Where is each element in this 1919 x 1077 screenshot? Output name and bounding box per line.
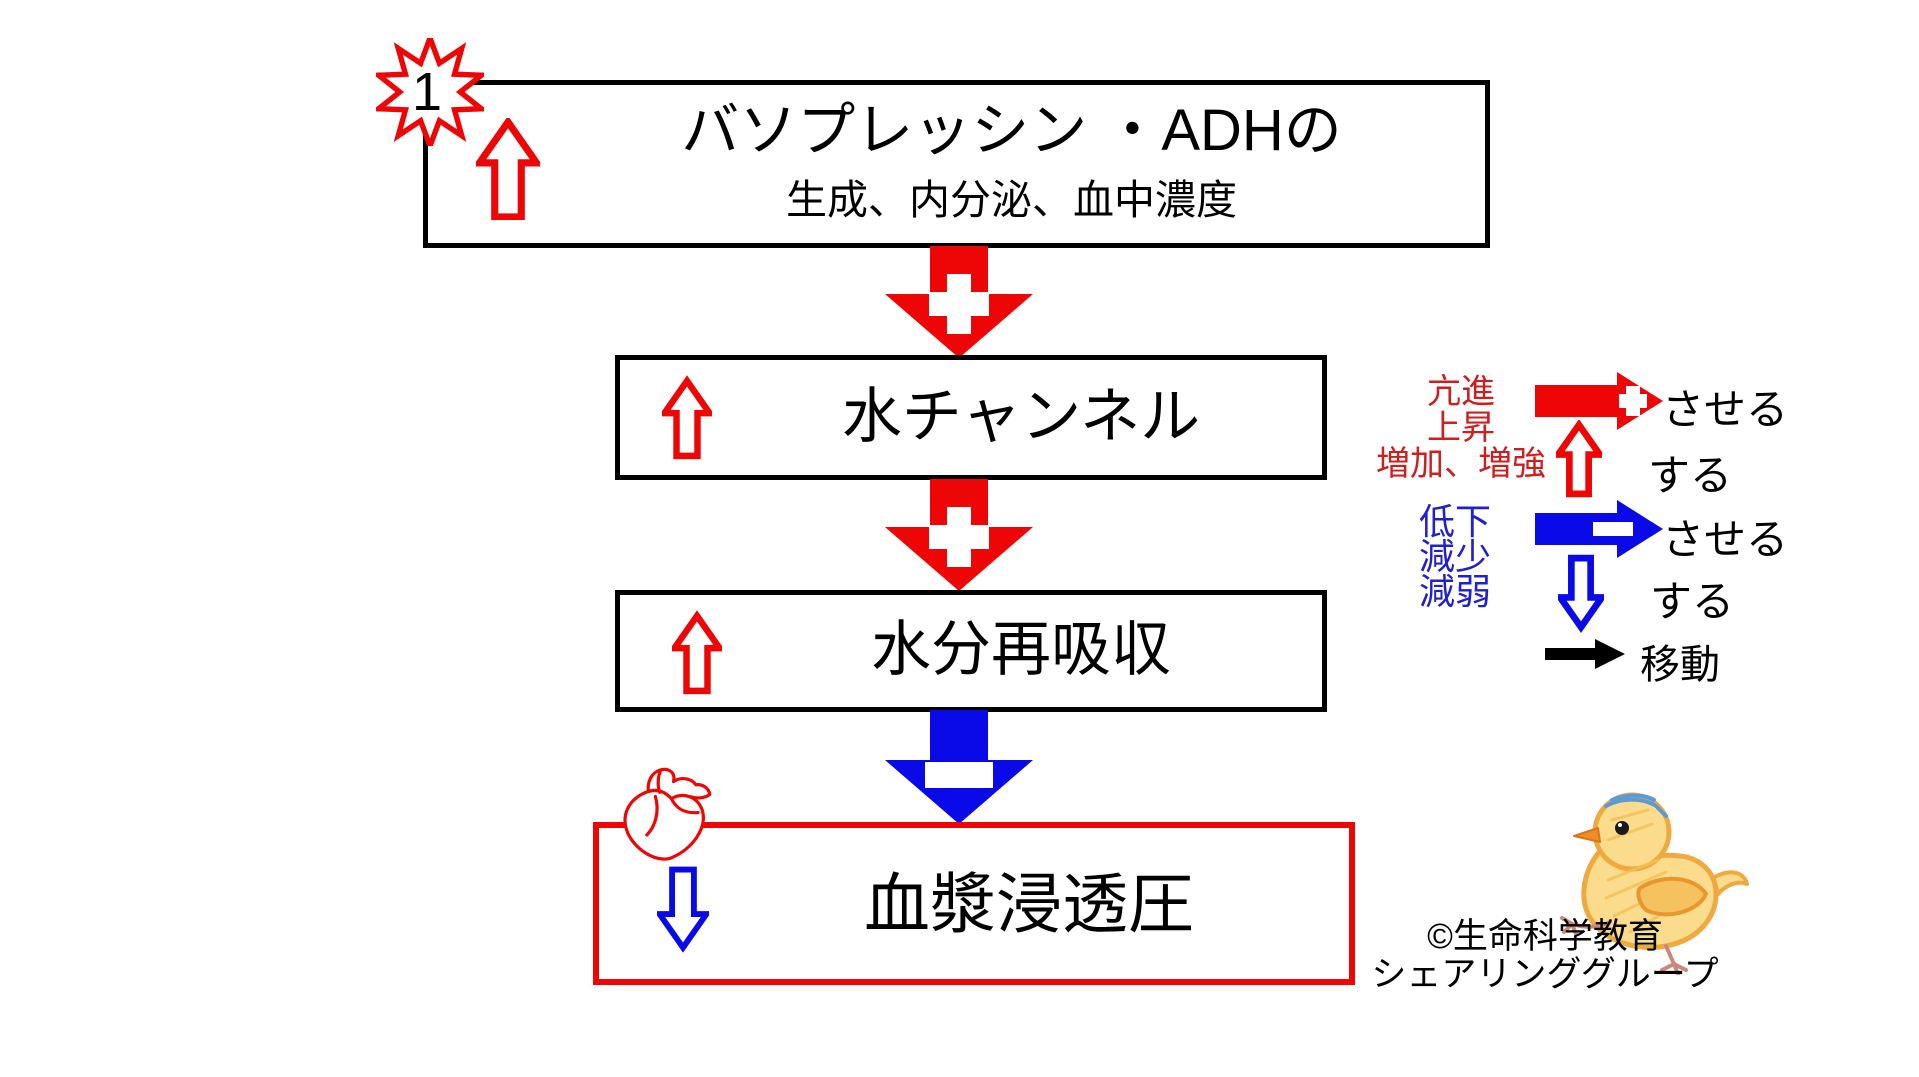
minus-arrow-icon <box>885 710 1033 824</box>
legend-term: 上昇 <box>1427 409 1495 447</box>
credit-text: ©生命科学教育 シェアリンググループ <box>1355 918 1735 994</box>
move-arrow-icon <box>1545 638 1625 670</box>
legend-decrease-cause-label: させる <box>1662 516 1789 563</box>
plus-arrow-icon <box>885 479 1033 591</box>
up-arrow-icon <box>662 368 712 468</box>
chick-icon <box>1548 780 1753 975</box>
up-arrow-icon <box>672 603 722 703</box>
box1-title: バソプレッシン ・ADHの <box>681 98 1342 163</box>
box3-title: 水分再吸収 <box>871 616 1171 683</box>
credit-line-1: ©生命科学教育 <box>1427 917 1663 956</box>
minus-arrow-icon <box>1535 500 1663 558</box>
flow-box-water-channel: 水チャンネル <box>615 355 1327 480</box>
flow-box-water-reabsorption: 水分再吸収 <box>615 590 1327 712</box>
box2-title: 水チャンネル <box>841 383 1201 450</box>
step-number: 1 <box>411 62 443 122</box>
up-arrow-icon <box>476 118 540 220</box>
box4-title: 血漿浸透圧 <box>864 867 1194 941</box>
legend-decrease-self-label: する <box>1650 578 1735 625</box>
legend-increase-terms: 亢進 上昇 増加、増強 <box>1356 374 1566 482</box>
legend-term: 減少 <box>1418 536 1491 577</box>
credit-line-2: シェアリンググループ <box>1371 955 1719 994</box>
legend-increase-cause-label: させる <box>1662 386 1789 433</box>
legend-term: 低下 <box>1418 501 1491 542</box>
legend-term: 増加、増強 <box>1376 445 1546 483</box>
heart-icon <box>606 756 724 868</box>
up-arrow-icon <box>1556 420 1602 498</box>
legend-term: 減弱 <box>1418 571 1491 612</box>
down-arrow-icon <box>657 856 709 962</box>
legend-term: 亢進 <box>1427 373 1495 411</box>
legend-increase-self-label: する <box>1648 452 1733 499</box>
plus-arrow-icon <box>1535 372 1663 430</box>
box1-subtitle: 生成、内分泌、血中濃度 <box>786 177 1237 223</box>
starburst-icon: 1 <box>376 38 484 146</box>
plus-arrow-icon <box>885 246 1033 358</box>
legend-move-label: 移動 <box>1640 643 1720 687</box>
flow-box-vasopressin: バソプレッシン ・ADHの 生成、内分泌、血中濃度 <box>423 80 1490 248</box>
flow-box-plasma-osmolarity: 血漿浸透圧 <box>593 822 1355 985</box>
legend-decrease-terms: 低下 減少 減弱 <box>1400 501 1510 612</box>
down-arrow-icon <box>1558 552 1604 634</box>
